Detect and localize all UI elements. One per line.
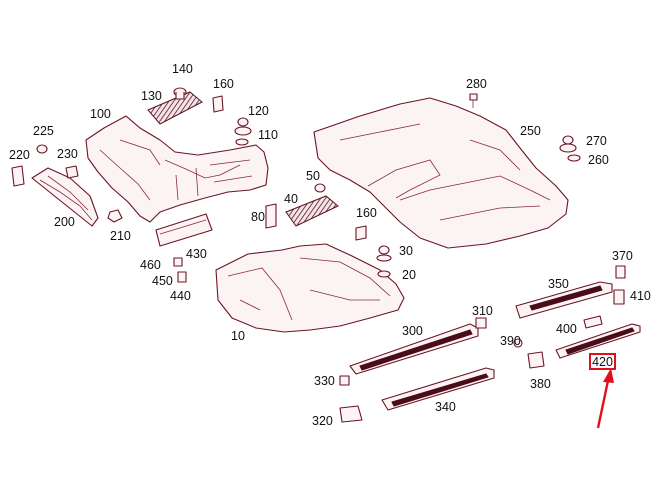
clip-310 <box>475 317 487 329</box>
plate-430 <box>155 213 213 247</box>
clip-160b <box>355 225 367 241</box>
highlight-arrow <box>596 368 614 429</box>
clip-410 <box>613 289 625 305</box>
sill-trim-340 <box>381 367 495 411</box>
highlighted-part-label: 420 <box>592 355 613 369</box>
part-label-120: 120 <box>248 104 269 118</box>
clip-450 <box>177 271 187 283</box>
bolt-280 <box>469 93 478 108</box>
clip-390 <box>513 338 523 348</box>
part-label-110: 110 <box>258 128 278 142</box>
side-panel-200 <box>31 167 99 227</box>
bracket-220 <box>11 165 25 187</box>
part-label-10: 10 <box>231 329 245 343</box>
clip-50 <box>314 183 326 193</box>
carpet-rear-10 <box>215 243 405 333</box>
part-label-430: 430 <box>186 247 207 261</box>
part-label-450: 450 <box>152 274 173 288</box>
grommet-120 <box>234 117 252 136</box>
part-label-220: 220 <box>9 148 30 162</box>
clip-225 <box>36 144 48 154</box>
part-label-410: 410 <box>630 289 651 303</box>
part-label-460: 460 <box>140 258 161 272</box>
part-label-230: 230 <box>57 147 78 161</box>
part-label-250: 250 <box>520 124 541 138</box>
sill-trim-300 <box>349 323 479 375</box>
clip-330 <box>339 375 350 386</box>
grommet-110 <box>235 138 249 146</box>
part-label-30: 30 <box>399 244 413 258</box>
clip-380 <box>527 351 545 369</box>
part-label-270: 270 <box>586 134 607 148</box>
part-label-280: 280 <box>466 77 487 91</box>
part-label-100: 100 <box>90 107 111 121</box>
part-label-380: 380 <box>530 377 551 391</box>
part-label-200: 200 <box>54 215 75 229</box>
nut-210 <box>107 209 123 223</box>
carpet-rear-left <box>85 115 269 223</box>
highlighted-part-box[interactable]: 420 <box>589 353 616 370</box>
part-label-330: 330 <box>314 374 335 388</box>
clip-320 <box>339 405 363 423</box>
grommet-20 <box>377 270 391 278</box>
clip-160 <box>212 95 224 113</box>
part-label-225: 225 <box>33 124 54 138</box>
part-label-80: 80 <box>251 210 265 224</box>
part-label-140: 140 <box>172 62 193 76</box>
carpet-front-250 <box>313 97 569 249</box>
part-label-340: 340 <box>435 400 456 414</box>
clip-230 <box>65 165 79 179</box>
clip-400 <box>583 315 603 329</box>
part-label-160-lower: 160 <box>356 206 377 220</box>
part-label-300: 300 <box>402 324 423 338</box>
part-label-350: 350 <box>548 277 569 291</box>
sill-trim-350 <box>515 281 613 319</box>
grommet-270 <box>559 135 577 153</box>
part-label-20: 20 <box>402 268 416 282</box>
part-label-50: 50 <box>306 169 320 183</box>
part-label-40: 40 <box>284 192 298 206</box>
part-label-210: 210 <box>110 229 131 243</box>
part-label-370: 370 <box>612 249 633 263</box>
part-label-320: 320 <box>312 414 333 428</box>
trim-400-420 <box>555 323 641 359</box>
clip-460 <box>173 257 183 267</box>
part-label-160: 160 <box>213 77 234 91</box>
grommet-260 <box>567 154 581 162</box>
part-label-130: 130 <box>141 89 162 103</box>
clip-370 <box>615 265 626 279</box>
clip-140 <box>173 87 187 100</box>
part-label-400: 400 <box>556 322 577 336</box>
part-label-440: 440 <box>170 289 191 303</box>
grommet-30 <box>376 245 392 262</box>
part-label-310: 310 <box>472 304 493 318</box>
insulation-pad-40 <box>285 195 339 227</box>
part-label-390: 390 <box>500 334 521 348</box>
bracket-80 <box>265 203 277 229</box>
part-label-260: 260 <box>588 153 609 167</box>
